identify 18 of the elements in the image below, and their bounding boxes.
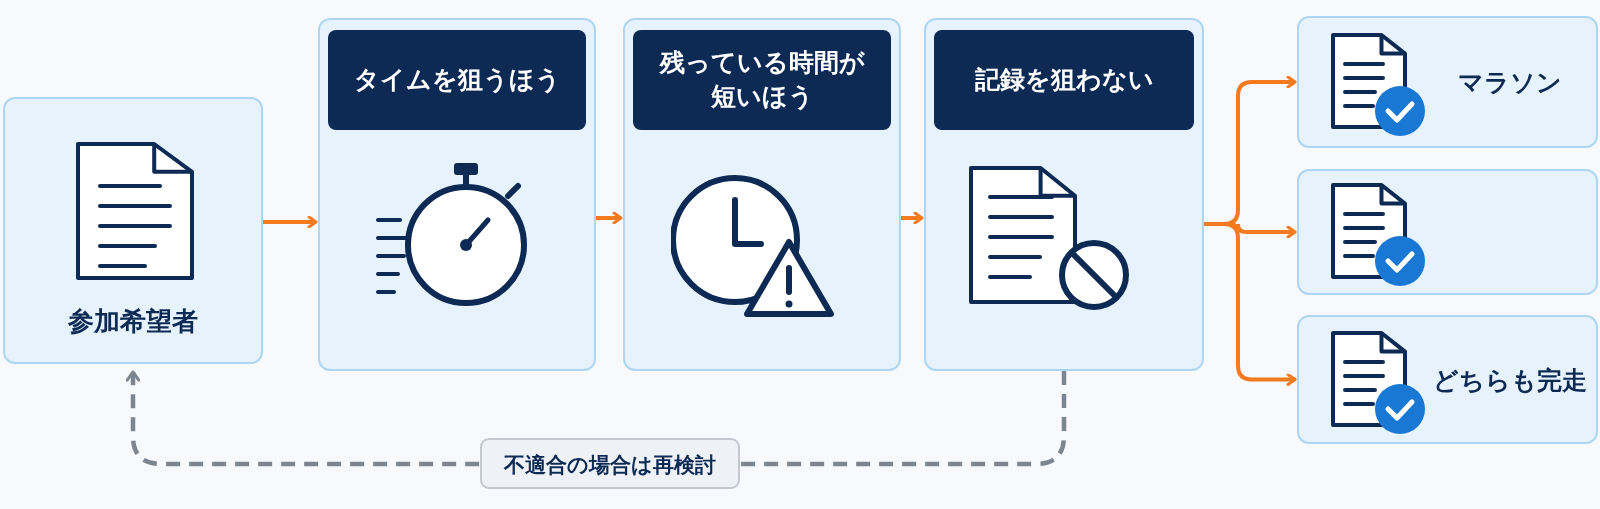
result-box: [1297, 169, 1598, 295]
step-box: [3, 97, 263, 364]
result-box: [1297, 315, 1598, 444]
result-label: マラソン: [1456, 67, 1563, 99]
arrow: [596, 211, 623, 225]
result-label: どちらも完走: [1431, 365, 1588, 397]
arrow: [1204, 222, 1297, 386]
arrow: [263, 215, 318, 229]
arrow: [901, 211, 924, 225]
step-panel: [623, 18, 901, 371]
step-header: 記録を狙わない: [934, 30, 1194, 130]
result-box: [1297, 16, 1598, 148]
step-header: 残っている時間が短いほう: [633, 30, 891, 130]
step-panel: [318, 18, 596, 371]
edge-label: 不適合の場合は再検討: [480, 438, 740, 489]
step-label: 参加希望者: [67, 305, 199, 338]
step-header: タイムを狙うほう: [328, 30, 586, 130]
step-panel: [924, 18, 1204, 371]
